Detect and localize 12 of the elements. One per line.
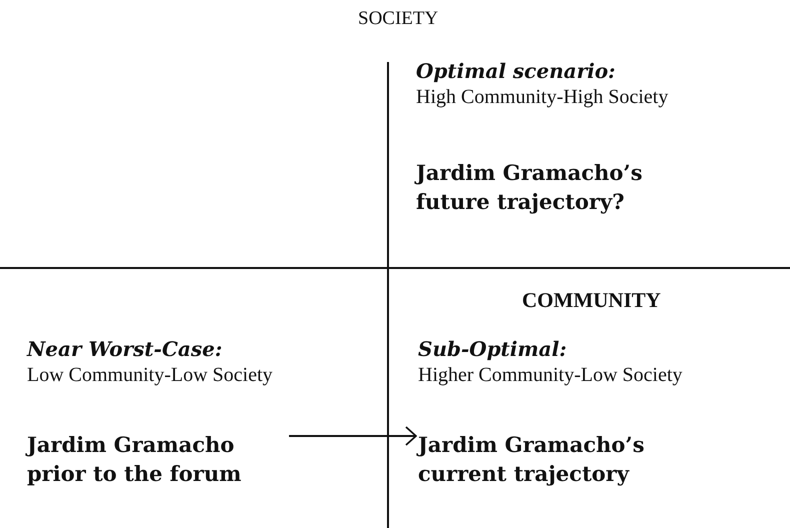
trajectory-text: Jardim Gramacho’s future trajectory? xyxy=(416,159,644,216)
arrow xyxy=(289,426,417,446)
axis-label: SOCIETY xyxy=(358,8,438,30)
axis-label: COMMUNITY xyxy=(522,288,661,313)
quadrant-heading: Near Worst-Case: xyxy=(27,336,224,362)
quadrant-description: Higher Community-Low Society xyxy=(418,363,684,388)
quadrant-description: High Community-High Society xyxy=(416,85,670,110)
quadrant-heading: Optimal scenario: xyxy=(416,58,616,84)
trajectory-text: Jardim Gramacho prior to the forum xyxy=(27,431,242,488)
quadrant-heading: Sub-Optimal: xyxy=(418,336,568,362)
quadrant-description: Low Community-Low Society xyxy=(27,363,274,388)
trajectory-text: Jardim Gramacho’s current trajectory xyxy=(418,431,646,488)
